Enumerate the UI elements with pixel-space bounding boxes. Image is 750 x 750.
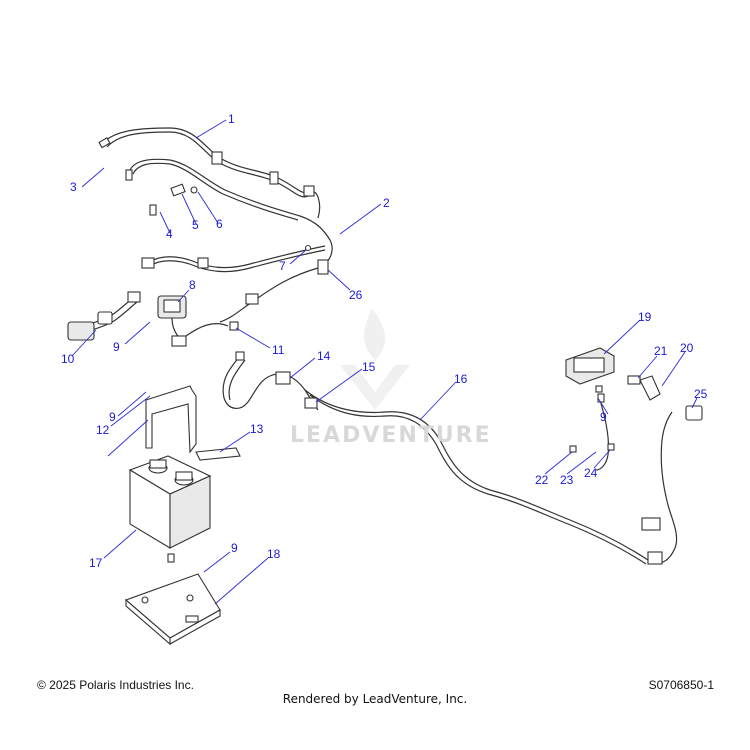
callout-23[interactable]: 23 (560, 473, 574, 487)
callout-3[interactable]: 3 (70, 180, 77, 194)
relay-8[interactable] (157, 295, 229, 347)
callout-7[interactable]: 7 (279, 259, 286, 273)
callout-15[interactable]: 15 (362, 360, 376, 374)
leader-lines (71, 119, 698, 605)
wire-harness-14[interactable] (222, 351, 319, 411)
battery-17[interactable] (128, 455, 212, 549)
callout-22[interactable]: 22 (535, 473, 549, 487)
battery-cable-16[interactable] (304, 389, 678, 565)
cap-25[interactable] (685, 405, 703, 421)
screw-22-24[interactable] (569, 385, 615, 453)
callout-8[interactable]: 8 (189, 278, 196, 292)
callout-12[interactable]: 12 (96, 423, 110, 437)
callout-21[interactable]: 21 (654, 344, 668, 358)
pad-13[interactable] (195, 447, 241, 461)
small-parts-3-7[interactable] (149, 183, 312, 252)
callout-11[interactable]: 11 (272, 343, 285, 357)
diagram-id: S0706850-1 (648, 678, 714, 692)
callout-17[interactable]: 17 (89, 556, 103, 570)
callout-9d[interactable]: 9 (600, 410, 607, 424)
callout-19[interactable]: 19 (638, 310, 652, 324)
callout-24[interactable]: 24 (584, 466, 598, 480)
bolt-11[interactable] (229, 321, 239, 331)
battery-bracket-12[interactable] (145, 385, 197, 454)
callout-9c[interactable]: 9 (231, 541, 238, 555)
callout-1[interactable]: 1 (228, 112, 235, 126)
copyright-text: © 2025 Polaris Industries Inc. (37, 678, 194, 692)
callout-6[interactable]: 6 (216, 217, 223, 231)
callout-2[interactable]: 2 (383, 196, 390, 210)
bracket-20[interactable] (639, 375, 661, 401)
callout-10[interactable]: 10 (61, 352, 75, 366)
rendered-by-text: Rendered by LeadVenture, Inc. (282, 692, 468, 706)
clip-21[interactable] (627, 375, 641, 385)
wire-harness-2[interactable] (125, 158, 333, 323)
callout-26[interactable]: 26 (349, 288, 363, 302)
callout-20[interactable]: 20 (680, 341, 694, 355)
callout-9b[interactable]: 9 (109, 410, 116, 424)
fuse-block-19[interactable] (565, 347, 615, 385)
callout-18[interactable]: 18 (267, 547, 281, 561)
battery-tray-18[interactable] (124, 553, 221, 646)
watermark-text: LEADVENTURE (290, 423, 492, 448)
wire-harness-1[interactable] (98, 127, 321, 219)
watermark-logo (340, 308, 410, 410)
callout-13[interactable]: 13 (250, 422, 264, 436)
callout-16[interactable]: 16 (454, 372, 468, 386)
battery-cable-10[interactable] (67, 291, 141, 341)
callouts: 1 2 3 4 5 6 7 8 9 9 9 9 10 11 12 13 14 1… (61, 112, 708, 570)
callout-25[interactable]: 25 (694, 387, 708, 401)
callout-9a[interactable]: 9 (113, 340, 120, 354)
callout-5[interactable]: 5 (192, 218, 199, 232)
callout-14[interactable]: 14 (317, 349, 331, 363)
callout-4[interactable]: 4 (166, 227, 173, 241)
